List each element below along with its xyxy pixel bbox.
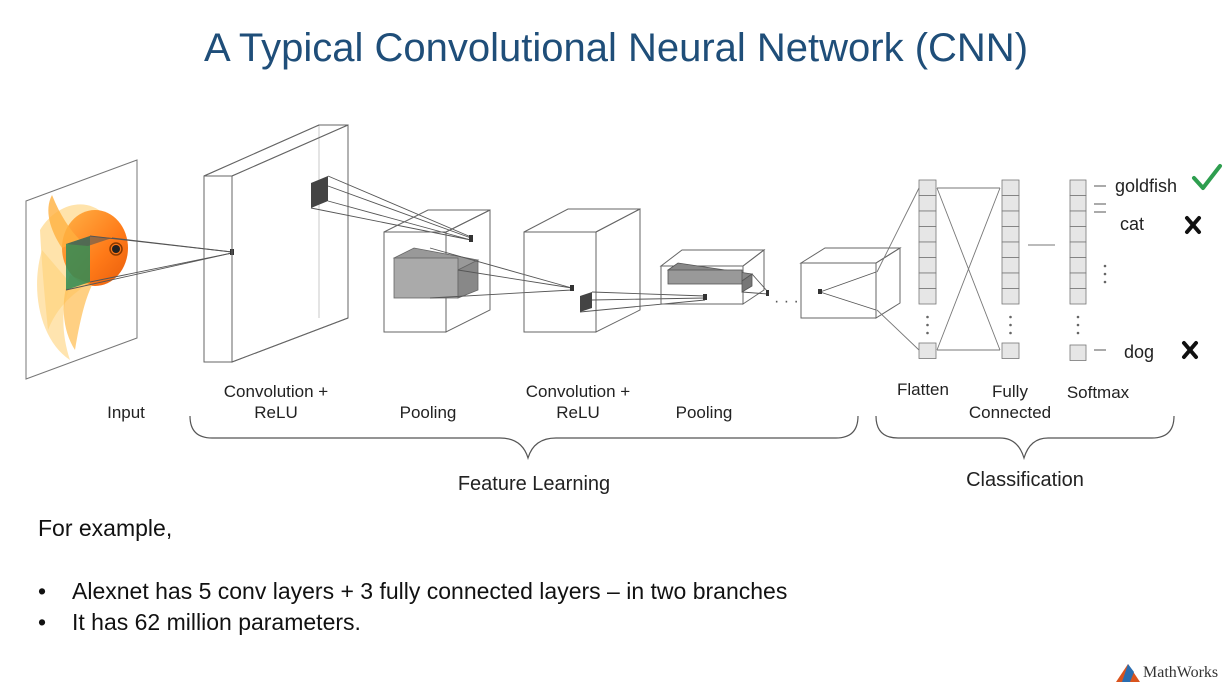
final-feature-volume [799,247,902,319]
label-conv1-line2: ReLU [254,403,298,422]
vector-cell [1069,179,1087,196]
label-conv1-line1: Convolution + [223,382,329,401]
vector-ellipsis-dot [926,331,929,335]
pool1-feature-block [392,247,480,299]
bullet-icon: • [38,609,47,635]
vector-cell [1001,195,1020,212]
conv1-volume [203,124,349,363]
slide-title: A Typical Convolutional Neural Network (… [203,26,1029,70]
bullet-item: • It has 62 million parameters. [38,609,361,636]
vector-cell [1001,179,1020,196]
vector-ellipsis-dot [1009,331,1012,335]
label-softmax: Softmax [1066,383,1130,402]
flatten-vector [918,179,937,359]
softmax-vertical-dots [1103,264,1107,284]
label-conv2-line2: ReLU [556,403,600,422]
group-feature-learning: Feature Learning [457,473,611,495]
label-pool1: Pooling [399,403,457,422]
vector-ellipsis-dot [1009,315,1012,319]
cross-icon-cat [1185,216,1201,234]
vector-cell [918,241,937,258]
vector-ellipsis-dot [1076,331,1080,335]
cross-icon-dog [1182,341,1198,359]
label-input: Input [107,403,145,422]
vector-cell [1001,342,1020,359]
check-icon [1192,164,1222,190]
vector-cell [918,226,937,243]
vector-ellipsis-dot [926,315,929,319]
bullet-item: • Alexnet has 5 conv layers + 3 fully con… [38,578,787,605]
input-image [25,159,138,380]
vector-cell [918,179,937,196]
label-fc-line2: Connected [968,403,1052,422]
vector-cell [918,272,937,289]
vector-cell [1069,210,1087,227]
vector-cell [1001,257,1020,274]
softmax-vector [1069,179,1087,361]
vector-cell [1001,272,1020,289]
label-conv2-line1: Convolution + [525,382,631,401]
feature-learning-brace [189,415,859,461]
vector-cell [1069,344,1087,361]
vector-cell [918,210,937,227]
bullet-icon: • [38,578,47,604]
class-label-goldfish: goldfish [1115,176,1178,196]
vector-cell [1069,195,1087,212]
vector-ellipsis-dot [926,323,929,327]
mathworks-logo-icon [1116,664,1140,682]
vector-cell [1001,226,1020,243]
bullet-text: It has 62 million parameters. [72,609,361,635]
vector-ellipsis-dot [1076,315,1080,319]
fc-vector [1001,179,1020,359]
vector-cell [1069,288,1087,305]
vector-ellipsis-dot [1009,323,1012,327]
class-label-cat: cat [1120,214,1145,234]
label-pool2: Pooling [675,403,733,422]
vector-cell [1069,272,1087,289]
ellipsis-dots: · · · [774,293,799,310]
classification-brace [875,415,1175,461]
bullet-text: Alexnet has 5 conv layers + 3 fully conn… [72,578,788,604]
intro-text: For example, [38,515,173,541]
pool2-feature-block [666,262,754,293]
vector-cell [918,342,937,359]
mathworks-logo-text: MathWorks [1143,664,1219,681]
conv2-volume [523,208,641,333]
label-flatten: Flatten [897,380,949,399]
vector-cell [918,195,937,212]
vector-cell [1001,210,1020,227]
vector-ellipsis-dot [1076,323,1080,327]
vector-cell [1001,241,1020,258]
class-label-dog: dog [1124,342,1155,362]
vector-cell [1069,241,1087,258]
vector-cell [1069,257,1087,274]
vector-cell [918,257,937,274]
vector-cell [1001,288,1020,305]
vector-cell [1069,226,1087,243]
label-fc-line1: Fully [992,382,1028,401]
vector-cell [918,288,937,305]
group-classification: Classification [966,469,1084,491]
